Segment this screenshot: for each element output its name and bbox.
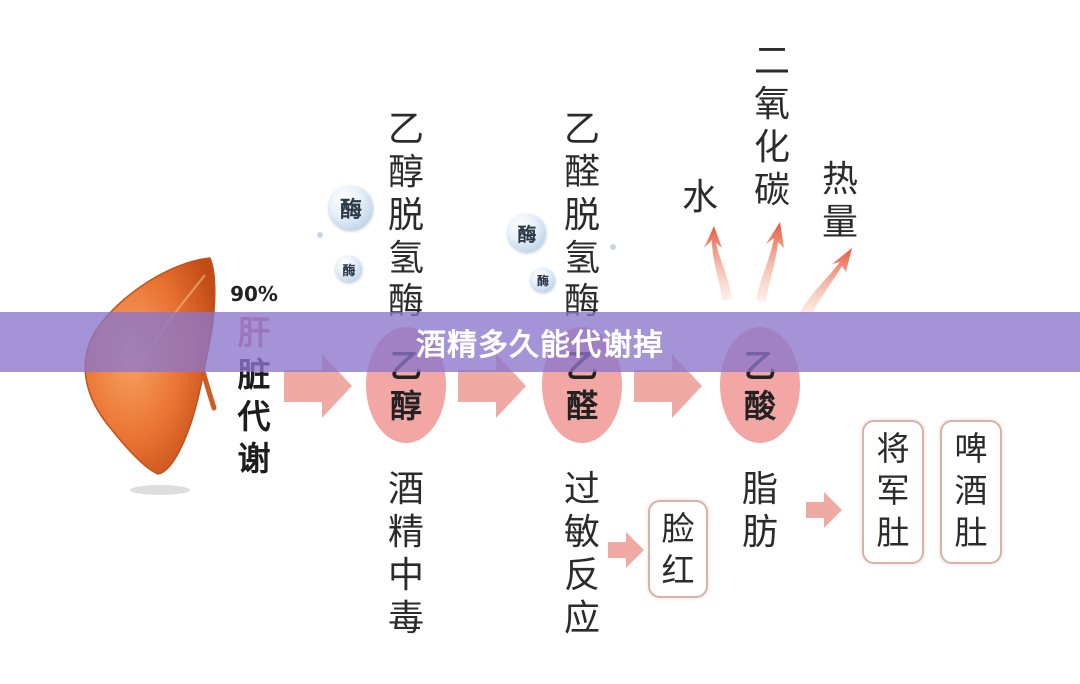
liver-percent: 90% (230, 282, 278, 306)
enzyme-bubble-label: 酶 (536, 273, 549, 288)
liver-name-rest: 脏代谢 (237, 355, 271, 478)
arrow-fat-to-belly (806, 492, 842, 528)
enzyme-bubble-small: 酶 (336, 256, 362, 282)
enzyme-bubble-label: 酶 (517, 223, 537, 246)
alcohol-poisoning-label: 酒精中毒 (387, 469, 424, 639)
liver-shadow (130, 485, 190, 495)
enzyme-bubble-large: 酶 (329, 186, 373, 230)
general-belly-box: 将军肚 (862, 420, 924, 564)
arrow-to-co2 (756, 222, 784, 302)
arrow-to-water (704, 226, 732, 300)
title-banner: 酒精多久能代谢掉 (0, 312, 1080, 372)
enzyme-dot (610, 244, 616, 250)
heat-label: 热量 (821, 159, 858, 243)
enzyme-bubble-label: 酶 (342, 263, 356, 279)
co2-label: 二氧化碳 (753, 41, 790, 211)
banner-title: 酒精多久能代谢掉 (416, 328, 664, 363)
arrow-allergy-to-flush (608, 532, 644, 568)
enzyme-bubble-large: 酶 (508, 214, 546, 252)
allergic-reaction-label: 过敏反应 (563, 469, 600, 639)
ethanol-dehydrogenase-label: 乙醇脱氢酶 (387, 109, 424, 322)
beer-belly-box: 啤酒肚 (940, 420, 1002, 564)
flush-box: 脸红 (648, 500, 708, 598)
acetaldehyde-dehydrogenase-label: 乙醛脱氢酶 (563, 109, 600, 322)
arrow-to-heat (800, 248, 852, 318)
fat-label: 脂肪 (741, 469, 778, 553)
enzyme-bubble-small: 酶 (531, 268, 555, 292)
enzyme-dot (317, 232, 323, 238)
water-label: 水 (681, 177, 718, 218)
enzyme-bubble-label: 酶 (339, 198, 362, 223)
